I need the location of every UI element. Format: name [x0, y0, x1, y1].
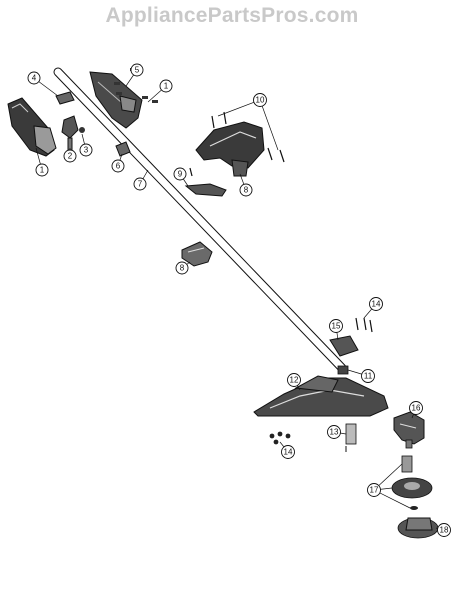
trigger-switch	[61, 115, 79, 151]
callout-14-lower: 14	[281, 445, 295, 459]
shaft-tube	[53, 67, 347, 373]
guard-upper	[195, 121, 265, 177]
callout-18: 18	[437, 523, 451, 537]
svg-text:1: 1	[40, 166, 45, 175]
guard-bracket	[184, 183, 227, 197]
svg-text:18: 18	[440, 526, 449, 535]
svg-text:16: 16	[412, 404, 421, 413]
svg-text:6: 6	[116, 162, 121, 171]
shaft-collar	[337, 365, 349, 375]
callout-14-upper: 14	[369, 297, 383, 311]
handle-housing	[89, 71, 143, 129]
small-spring	[79, 127, 85, 133]
callout-6: 6	[111, 159, 125, 173]
callout-8-upper: 8	[239, 183, 253, 197]
callout-3: 3	[79, 143, 93, 157]
svg-text:8: 8	[180, 264, 185, 273]
callout-17: 17	[367, 483, 381, 497]
svg-text:7: 7	[138, 180, 143, 189]
callout-12: 12	[287, 373, 301, 387]
svg-text:15: 15	[332, 322, 341, 331]
callout-15: 15	[329, 319, 343, 333]
callout-7: 7	[133, 177, 147, 191]
hex-nut-set	[269, 431, 291, 445]
svg-text:5: 5	[135, 66, 140, 75]
lock-button	[55, 91, 75, 105]
motor-head	[393, 411, 425, 449]
callout-1-housing: 1	[159, 79, 173, 93]
shaft-coupler	[329, 317, 373, 357]
svg-text:17: 17	[370, 486, 379, 495]
svg-text:3: 3	[84, 146, 89, 155]
callout-2: 2	[63, 149, 77, 163]
svg-text:12: 12	[290, 376, 299, 385]
svg-text:14: 14	[372, 300, 381, 309]
handle-grip	[7, 97, 57, 157]
svg-text:2: 2	[68, 152, 73, 161]
site-watermark: AppliancePartsPros.com	[105, 4, 359, 27]
callout-4: 4	[27, 71, 41, 85]
svg-text:8: 8	[244, 186, 249, 195]
spool-cover	[397, 517, 439, 539]
screw-set-10	[189, 111, 285, 177]
svg-text:4: 4	[32, 74, 37, 83]
svg-text:14: 14	[284, 448, 293, 457]
callout-13: 13	[327, 425, 341, 439]
svg-text:13: 13	[330, 428, 339, 437]
svg-text:11: 11	[364, 372, 373, 381]
svg-text:10: 10	[256, 96, 265, 105]
callout-9: 9	[173, 167, 187, 181]
callout-16: 16	[409, 401, 423, 415]
callout-10: 10	[253, 93, 267, 107]
line-cutter-blade	[345, 423, 357, 452]
callout-1-grip: 1	[35, 163, 49, 177]
shaft-clip	[181, 241, 213, 267]
callout-11: 11	[361, 369, 375, 383]
spool-assembly	[391, 455, 433, 510]
callout-5: 5	[130, 63, 144, 77]
leader-lines	[33, 69, 445, 531]
guard-lower	[253, 375, 389, 417]
svg-text:9: 9	[178, 170, 183, 179]
svg-text:1: 1	[164, 82, 169, 91]
callout-8-lower: 8	[175, 261, 189, 275]
shaft-clamp	[115, 141, 131, 157]
